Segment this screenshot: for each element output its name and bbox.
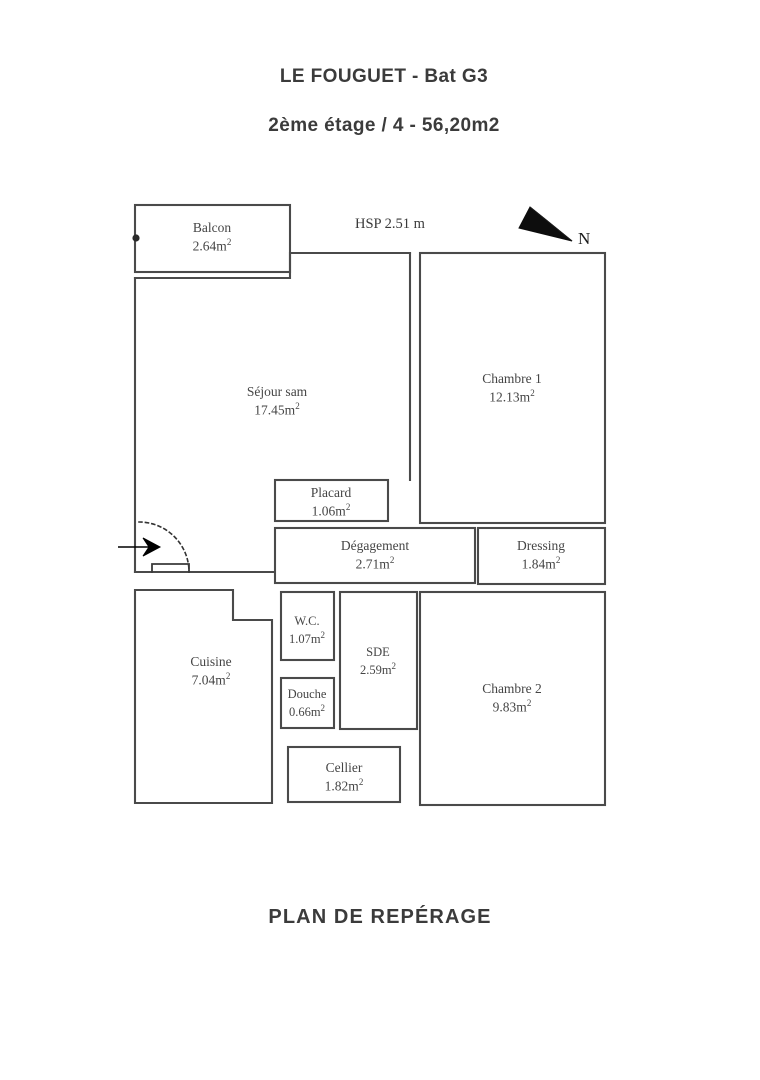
- room-label-dressing: Dressing 1.84m2: [517, 538, 565, 572]
- door-leaf: [151, 563, 190, 573]
- chambre2-outline: [418, 590, 607, 807]
- room-label-sde: SDE 2.59m2: [359, 645, 397, 677]
- degagement-outline: [273, 526, 477, 585]
- chambre1-outline: [418, 251, 607, 525]
- wc-outline: [279, 590, 336, 662]
- plan-footer-title: PLAN DE REPÉRAGE: [268, 906, 492, 928]
- room-label-degagement: Dégagement 2.71m2: [340, 538, 410, 572]
- room-label-wc: W.C. 1.07m2: [288, 614, 326, 646]
- room-label-sejour-sam: Séjour sam 17.45m2: [246, 384, 308, 418]
- entry-arrow-icon: [118, 537, 162, 557]
- room-label-chambre-1: Chambre 1 12.13m2: [482, 371, 542, 405]
- room-label-cellier: Cellier 1.82m2: [324, 760, 364, 794]
- balcony-point-marker: [132, 234, 140, 242]
- north-arrow-icon: [518, 206, 573, 242]
- sejour-top-wall: [133, 251, 412, 280]
- north-label: N: [578, 229, 591, 248]
- room-label-balcon: Balcon 2.64m2: [192, 220, 232, 254]
- building-title: LE FOUGUET - Bat G3: [279, 66, 489, 87]
- ceiling-height-label: HSP 2.51 m: [355, 216, 425, 232]
- room-label-cuisine: Cuisine 7.04m2: [190, 654, 232, 688]
- floor-subtitle: 2ème étage / 4 - 56,20m2: [268, 115, 500, 136]
- dressing-outline: [476, 526, 607, 586]
- cuisine-outline: [133, 588, 274, 805]
- cellier-outline: [286, 745, 402, 804]
- room-label-douche: Douche 0.66m2: [287, 687, 327, 719]
- title-block: LE FOUGUET - Bat G3 2ème étage / 4 - 56,…: [0, 66, 760, 137]
- sde-outline: [338, 590, 419, 731]
- placard-outline: [273, 478, 390, 523]
- room-label-chambre-2: Chambre 2 9.83m2: [482, 681, 542, 715]
- door-swing-arc: [138, 521, 190, 573]
- room-label-placard: Placard 1.06m2: [310, 485, 352, 519]
- douche-outline: [279, 676, 336, 730]
